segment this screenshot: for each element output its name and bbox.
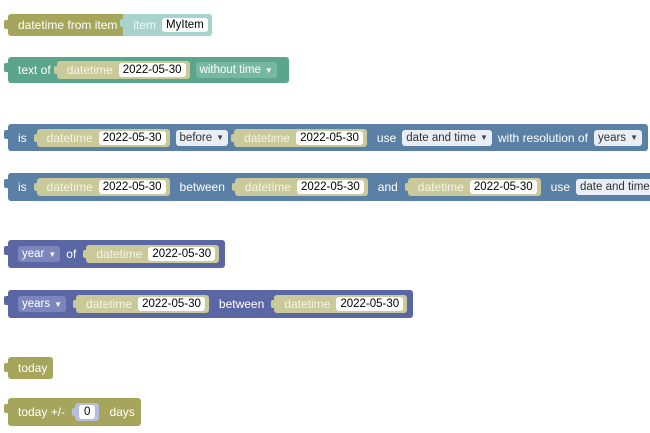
chevron-down-icon: ▼ [48,249,57,259]
block-connector [231,133,236,142]
datetime-label: datetime [66,63,113,77]
datetime-input-block[interactable]: datetime 2022-05-30 [83,245,220,263]
dropdown-value: year [22,248,45,260]
between-label: between [218,297,265,311]
datetime-field[interactable]: 2022-05-30 [336,297,404,311]
text-of-block[interactable]: text of datetime 2022-05-30 without time… [4,57,289,83]
block-connector [271,300,276,308]
today-block[interactable]: today [4,357,54,379]
block-connector [83,250,88,258]
datetime-label: datetime [244,130,291,145]
dropdown-value: years [22,298,51,310]
datetime-field[interactable]: 2022-05-30 [98,130,166,145]
datetime-field[interactable]: 2022-05-30 [296,130,363,145]
is-between-block[interactable]: is datetime 2022-05-30 between datetime … [4,173,650,201]
and-label: and [377,180,398,194]
use-label: use [550,180,571,194]
time-format-dropdown[interactable]: without time ▼ [195,62,277,78]
chevron-down-icon: ▼ [216,133,225,142]
datetime-label: datetime [46,180,93,194]
dropdown-value: date and time [406,131,476,144]
chevron-down-icon: ▼ [54,299,63,309]
of-label: of [66,247,77,261]
datetime-label: datetime [244,180,291,194]
use-dropdown[interactable]: date and time ▼ [402,129,492,146]
datetime-input-block[interactable]: datetime 2022-05-30 [404,178,541,196]
block-connector [4,363,9,372]
comparison-dropdown[interactable]: before ▼ [175,129,229,146]
dropdown-value: date and time [580,181,650,193]
block-connector [4,63,9,72]
datetime-label: datetime [86,297,133,311]
datetime-field[interactable]: 2022-05-30 [148,247,216,261]
item-input-block[interactable]: item MyItem [120,14,212,36]
days-label: days [109,405,135,419]
datetime-field[interactable]: 2022-05-30 [98,180,166,194]
datetime-field[interactable]: 2022-05-30 [138,297,205,311]
datetime-input-block[interactable]: datetime 2022-05-30 [33,128,170,147]
datetime-input-block[interactable]: datetime 2022-05-30 [33,178,170,196]
block-connector [120,19,125,27]
use-label: use [376,130,397,145]
block-connector [4,179,9,188]
block-label: datetime from item [18,18,118,32]
chevron-down-icon: ▼ [630,133,638,142]
datetime-input-block[interactable]: datetime 2022-05-30 [231,178,368,196]
between-label: between [179,180,225,194]
dropdown-value: before [179,131,213,144]
datetime-label: datetime [417,180,464,194]
unit-dropdown[interactable]: year ▼ [18,246,61,262]
item-label: item [133,18,157,32]
block-connector [33,133,38,142]
dropdown-value: years [597,131,627,144]
block-connector [4,20,9,29]
block-connector [231,183,236,191]
is-label: is [18,130,27,145]
block-connector [4,296,9,305]
is-before-block[interactable]: is datetime 2022-05-30 before ▼ datetime… [4,124,648,151]
block-connector [4,246,9,255]
resolution-label: with resolution of [497,130,588,145]
datetime-from-item-block[interactable]: datetime from item item MyItem [4,14,212,36]
datetime-field[interactable]: 2022-05-30 [469,180,537,194]
block-connector [4,130,9,139]
datetime-field[interactable]: 2022-05-30 [118,63,186,77]
datetime-input-block[interactable]: datetime 2022-05-30 [231,128,367,147]
chevron-down-icon: ▼ [264,65,273,75]
chevron-down-icon: ▼ [479,133,488,142]
datetime-label: datetime [46,130,93,145]
today-offset-block[interactable]: today +/- 0 days [4,398,141,426]
datetime-label: datetime [284,297,331,311]
number-field[interactable]: 0 [79,405,96,419]
datetime-field[interactable]: 2022-05-30 [296,180,364,194]
is-label: is [18,180,27,194]
unit-dropdown[interactable]: years ▼ [18,296,67,312]
block-connector [4,404,9,413]
datetime-input-block[interactable]: datetime 2022-05-30 [73,295,209,313]
datetime-input-block[interactable]: datetime 2022-05-30 [53,61,190,79]
item-name-field[interactable]: MyItem [162,18,208,32]
block-label: today +/- [18,405,66,419]
block-label: today [18,361,48,375]
datetime-input-block[interactable]: datetime 2022-05-30 [271,295,408,313]
block-connector [53,66,58,74]
years-between-block[interactable]: years ▼ datetime 2022-05-30 between date… [4,290,414,318]
resolution-dropdown[interactable]: years ▼ [593,129,642,146]
block-connector [73,300,78,308]
dropdown-value: without time [199,64,261,76]
datetime-label: datetime [96,247,143,261]
year-of-block[interactable]: year ▼ of datetime 2022-05-30 [4,240,226,268]
use-dropdown[interactable]: date and time ▼ [576,179,650,195]
block-connector [72,408,77,416]
block-label: text of [18,63,51,77]
number-input-block[interactable]: 0 [72,403,100,421]
block-connector [404,183,409,191]
block-connector [33,183,38,191]
